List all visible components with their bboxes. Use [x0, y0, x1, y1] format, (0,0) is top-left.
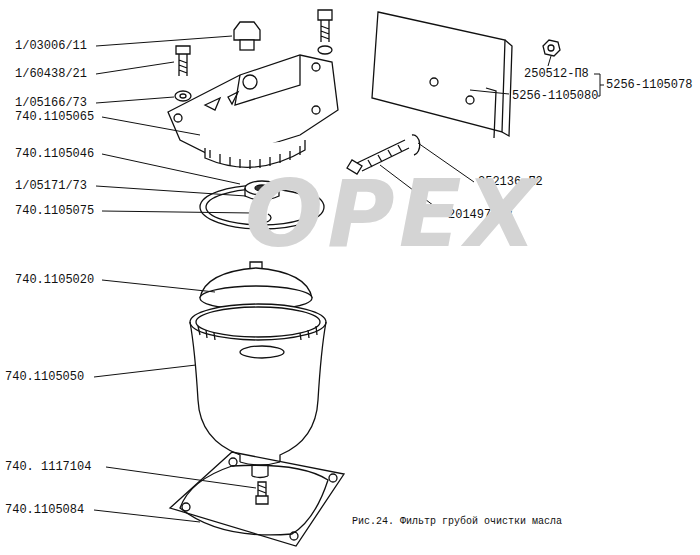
- part-number: 740.1105065: [15, 110, 94, 125]
- part-number: 1/05171/73: [15, 179, 87, 194]
- part-number: 740.1105020: [15, 273, 94, 288]
- part-number: 740.1105075: [15, 204, 94, 219]
- part-number: 1/03006/11: [15, 39, 87, 54]
- part-number: 740.1105084: [5, 503, 84, 518]
- part-number: 5256-1105078: [606, 78, 692, 93]
- part-number: 1/05166/73: [15, 96, 87, 111]
- figure-caption: Рис.24. Фильтр грубой очистки масла: [352, 514, 562, 529]
- watermark: OPEX: [245, 165, 540, 265]
- part-number: 250512-П8: [524, 67, 589, 82]
- part-number: 5256-1105080: [512, 89, 598, 104]
- part-number: 740.1105046: [15, 147, 94, 162]
- part-number: 740.1105050: [5, 370, 84, 385]
- part-number: 740. 1117104: [5, 460, 91, 475]
- part-number: 1/60438/21: [15, 67, 87, 82]
